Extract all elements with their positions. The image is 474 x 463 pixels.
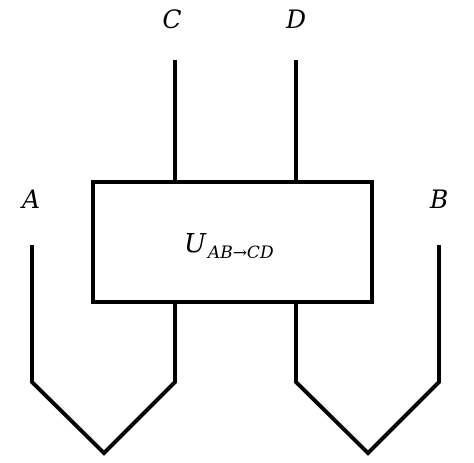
- operator-symbol: U: [184, 229, 207, 259]
- operator-box: [91, 180, 374, 304]
- cup-wire-a: [30, 245, 177, 456]
- label-a: A: [20, 185, 40, 214]
- label-c: C: [162, 5, 181, 34]
- label-b: B: [429, 185, 448, 214]
- operator-subscript: AB→CD: [206, 243, 274, 263]
- label-d: D: [285, 5, 306, 34]
- cup-wire-b: [294, 245, 441, 456]
